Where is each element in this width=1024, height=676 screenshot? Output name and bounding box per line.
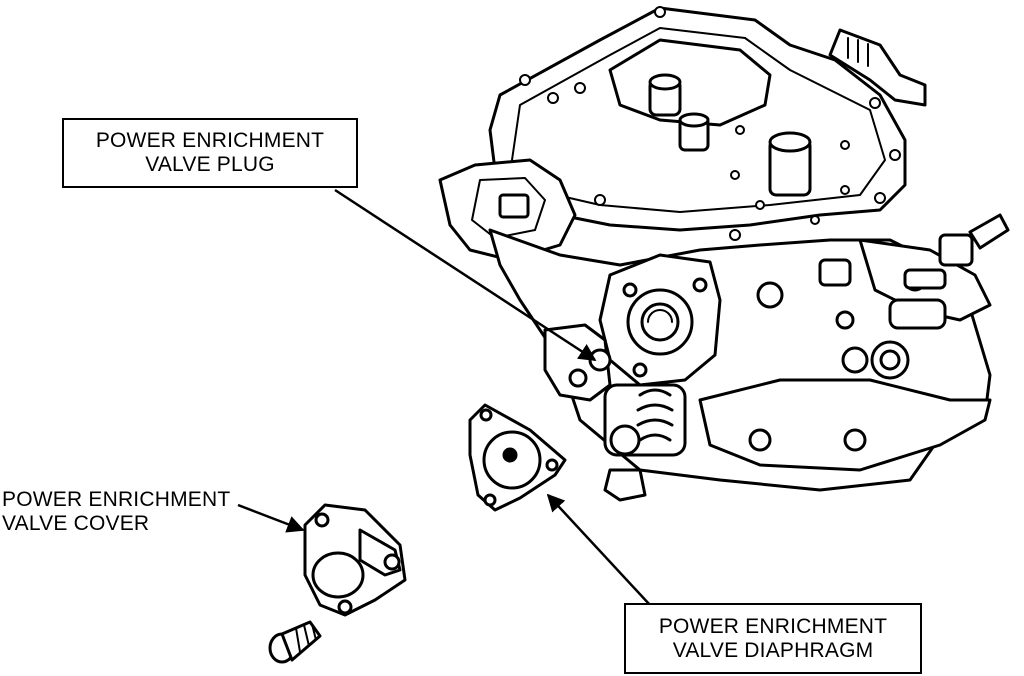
cover-label: POWER ENRICHMENT VALVE COVER	[2, 488, 230, 536]
plug-callout: POWER ENRICHMENT VALVE PLUG	[62, 118, 358, 188]
diaphragm-label-line1: POWER ENRICHMENT	[658, 614, 888, 638]
throttle-linkage	[858, 213, 1010, 330]
screw-holes	[519, 6, 901, 241]
diaphragm-label-line2: VALVE DIAPHRAGM	[672, 638, 874, 662]
carburetor-body	[438, 6, 1010, 502]
cover-screw	[268, 620, 322, 664]
pump-spring	[603, 383, 687, 502]
valve-cover	[303, 503, 407, 617]
fuel-inlet	[828, 28, 927, 107]
plug-label-line1: POWER ENRICHMENT	[95, 129, 325, 152]
plug-label-line2: VALVE PLUG	[145, 153, 275, 176]
diaphragm-callout: POWER ENRICHMENT VALVE DIAPHRAGM	[624, 603, 922, 674]
throttle-flange	[698, 378, 992, 472]
plug-boss	[543, 323, 612, 402]
plug-leader	[334, 188, 597, 362]
leader-lines	[237, 188, 651, 606]
valve-diaphragm	[468, 403, 567, 512]
cover-leader	[237, 503, 305, 533]
diaphragm-leader	[546, 493, 651, 606]
cover-label-line2: VALVE COVER	[2, 512, 150, 535]
cover-label-line1: POWER ENRICHMENT	[2, 488, 231, 511]
